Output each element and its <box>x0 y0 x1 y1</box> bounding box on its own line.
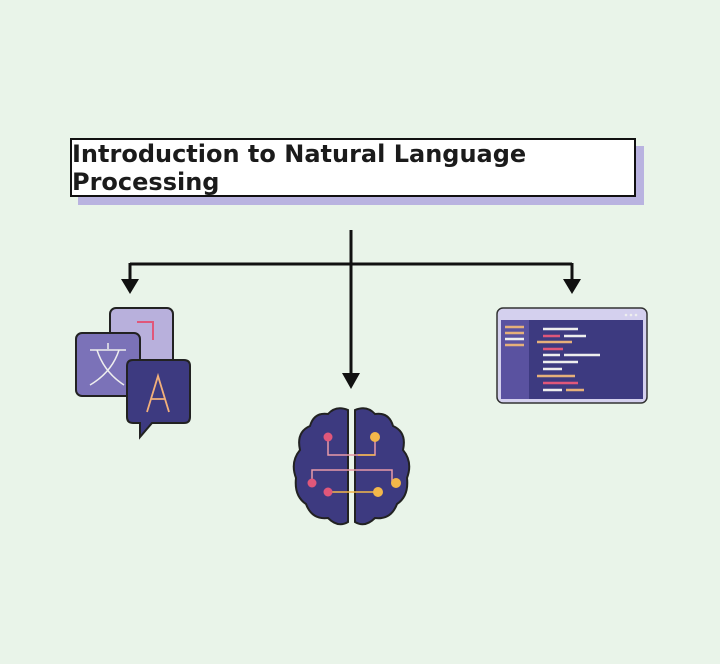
code-editor-icon <box>496 307 648 404</box>
translation-icon <box>75 307 191 440</box>
connectors <box>128 230 574 375</box>
arrowheads <box>121 279 581 389</box>
brain-circuit-icon <box>292 407 411 526</box>
arrow-to-code <box>563 279 581 294</box>
title-box: Introduction to Natural Language Process… <box>70 138 636 197</box>
arrow-to-brain <box>342 373 360 389</box>
diagram-title: Introduction to Natural Language Process… <box>72 139 527 196</box>
arrow-to-translation <box>121 279 139 294</box>
